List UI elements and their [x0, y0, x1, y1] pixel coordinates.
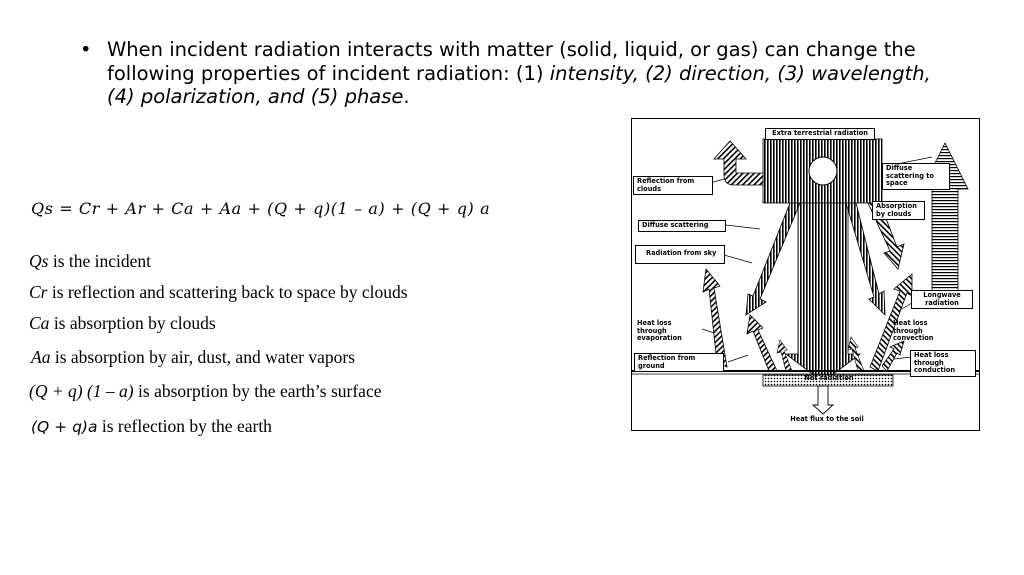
diffuse-scattering-right-arrow	[845, 202, 886, 317]
sun-icon	[808, 156, 838, 186]
small-upward-arrow	[776, 339, 793, 372]
definition-earth-reflection: (Q + q)a is reflection by the earth	[31, 416, 272, 437]
pointer-line	[701, 328, 715, 334]
definition-term: Ca	[29, 313, 50, 333]
label-net-radiation: Net radiation	[804, 374, 854, 382]
definition-desc: is the incident	[48, 251, 152, 271]
pointer-line	[893, 356, 913, 360]
label-heat-flux-soil: Heat flux to the soil	[790, 415, 864, 423]
label-absorption-clouds: Absorption by clouds	[872, 201, 925, 221]
bullet-text-italic: intensity, (2) direction, (3) wavelength…	[107, 61, 931, 109]
bullet-point: • When incident radiation interacts with…	[80, 38, 960, 109]
radiation-balance-diagram: Extra terrestrial radiation Reflection f…	[631, 118, 980, 431]
pointer-line	[727, 354, 749, 363]
definition-qs: Qs is the incident	[29, 251, 151, 272]
bullet-text: When incident radiation interacts with m…	[107, 38, 960, 109]
definition-desc: is absorption by clouds	[49, 313, 216, 333]
label-radiation-sky: Radiation from sky	[635, 245, 725, 264]
longwave-arrow	[869, 273, 913, 372]
definition-surface-absorption: (Q + q) (1 – a) is absorption by the ear…	[29, 381, 382, 402]
definition-aa: Aa is absorption by air, dust, and water…	[31, 347, 355, 368]
definition-term: Cr	[29, 282, 48, 302]
definition-desc: is reflection by the earth	[97, 416, 272, 436]
label-longwave: Longwave radiation	[911, 290, 973, 310]
small-upward-arrow	[847, 336, 865, 372]
pointer-line	[725, 224, 761, 230]
reflection-from-clouds-arrow	[713, 140, 764, 186]
pointer-line	[897, 302, 913, 312]
definition-term: (Q + q)a	[31, 418, 98, 436]
label-diffuse-scattering-space: Diffuse scattering to space	[882, 163, 950, 190]
diffuse-scattering-arrow	[745, 202, 801, 316]
evaporation-arrow	[702, 268, 728, 368]
bullet-dot: •	[80, 38, 92, 61]
label-heat-loss-convection: Heat loss through convection	[893, 319, 934, 343]
energy-balance-equation: Qs = Cr + Ar + Ca + Aa + (Q + q)(1 – a) …	[31, 199, 491, 218]
direct-radiation-arrow	[784, 202, 862, 383]
label-reflection-ground: Reflection from ground	[634, 353, 724, 373]
definition-term: (Q + q) (1 – a)	[29, 381, 134, 401]
label-heat-loss-conduction: Heat loss through conduction	[910, 350, 976, 377]
definition-ca: Ca is absorption by clouds	[29, 313, 216, 334]
label-reflection-clouds: Reflection from clouds	[633, 176, 713, 196]
label-extra-terrestrial: Extra terrestrial radiation	[765, 128, 875, 140]
convection-arrow	[881, 340, 905, 372]
bullet-text-normal: When incident radiation interacts with m…	[107, 38, 916, 85]
definition-term: Aa	[31, 347, 51, 367]
definition-desc: is absorption by the earth’s surface	[133, 381, 382, 401]
label-diffuse-scattering: Diffuse scattering	[638, 220, 726, 232]
bullet-text-end: .	[403, 85, 410, 108]
definition-desc: is absorption by air, dust, and water va…	[50, 347, 355, 367]
definition-term: Qs	[29, 251, 49, 271]
ground-reflection-arrow	[746, 314, 778, 372]
soil-heat-flux-arrow	[811, 385, 835, 415]
definition-desc: is reflection and scattering back to spa…	[47, 282, 408, 302]
pointer-line	[723, 254, 753, 264]
definition-cr: Cr is reflection and scattering back to …	[29, 282, 408, 303]
label-heat-loss-evaporation: Heat loss through evaporation	[637, 319, 682, 343]
